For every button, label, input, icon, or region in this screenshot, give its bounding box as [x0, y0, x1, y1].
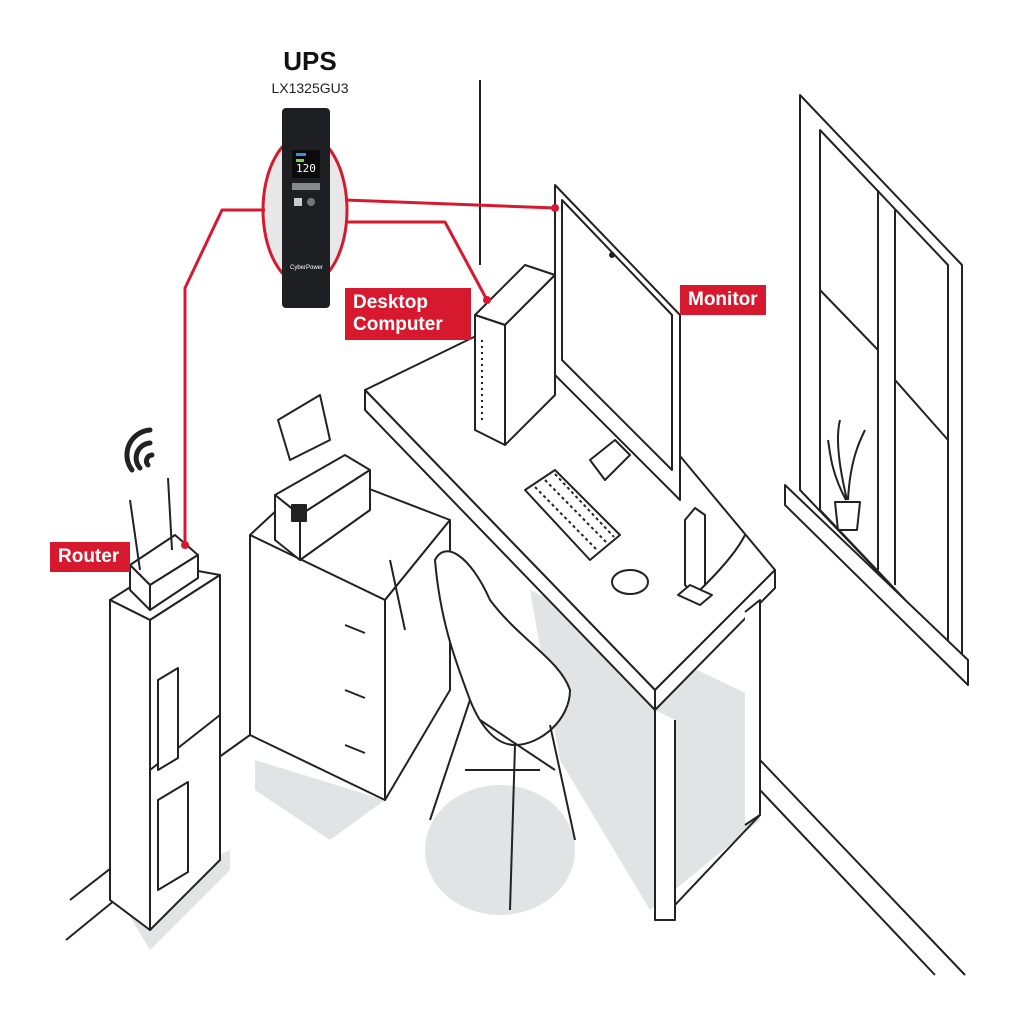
router-connection	[183, 208, 265, 545]
keyboard	[524, 469, 621, 561]
power-connections	[183, 198, 556, 545]
chair	[429, 550, 576, 911]
ups-title: UPS	[283, 46, 337, 76]
connection-dots	[181, 204, 559, 549]
ups-model: LX1325GU3	[271, 80, 349, 96]
mouse	[611, 569, 649, 595]
ups-device	[282, 108, 330, 308]
monitor	[554, 184, 681, 501]
ups-brand: CyberPower	[290, 265, 324, 271]
phone-dock	[677, 507, 746, 606]
wifi-icon	[124, 427, 155, 473]
monitor-label: Monitor	[680, 285, 766, 315]
desktop-tower	[474, 264, 556, 446]
printer	[274, 394, 371, 561]
router	[129, 477, 199, 611]
desktop-connection	[345, 220, 489, 301]
window	[784, 94, 969, 686]
monitor-connection	[344, 198, 556, 210]
router-label: Router	[50, 542, 130, 572]
ups-display-readout: 120	[296, 162, 316, 175]
router-shelf	[109, 564, 221, 931]
desktop-computer-label: Desktop Computer	[345, 288, 471, 340]
